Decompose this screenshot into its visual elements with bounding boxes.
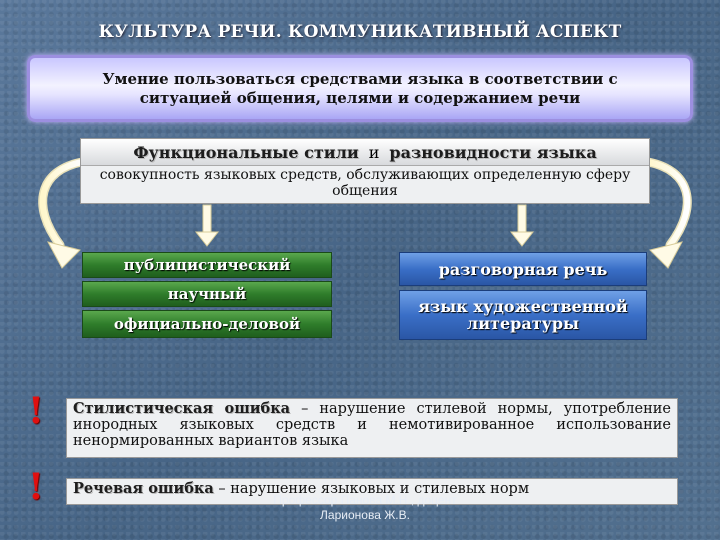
styles-connector: и (368, 142, 380, 162)
page-title: КУЛЬТУРА РЕЧИ. КОММУНИКАТИВНЫЙ АСПЕКТ (98, 22, 622, 42)
styles-description: совокупность языковых средств, обслужива… (99, 167, 631, 199)
down-arrow-left-shaft (202, 204, 212, 234)
variety-literary: язык художественной литературы (399, 290, 647, 340)
footer-line-2: Ларионова Ж.В. (320, 508, 410, 522)
left-curved-arrow (39, 159, 85, 248)
right-curved-arrow (645, 159, 691, 248)
style-publicistic: публицистический (82, 252, 332, 278)
speech-error-text: – нарушение языковых и стилевых норм (213, 481, 530, 497)
definition-box: Умение пользоваться средствами языка в с… (27, 55, 693, 122)
right-arrow-head (649, 241, 683, 269)
down-arrow-right-shaft (517, 204, 527, 234)
style-scientific: научный (82, 281, 332, 307)
exclamation-icon: ! (28, 466, 44, 508)
left-arrow-head (47, 241, 81, 269)
down-arrow-right-head (509, 231, 535, 247)
exclamation-icon: ! (28, 390, 44, 432)
down-arrow-left-head (194, 231, 220, 247)
speech-error-box: Речевая ошибка – нарушение языковых и ст… (66, 478, 678, 505)
variety-colloquial: разговорная речь (399, 252, 647, 286)
functional-styles-label: Функциональные стили (133, 142, 359, 162)
speech-error-term: Речевая ошибка (73, 480, 214, 497)
stylistic-error-text: – нарушение стилевой нормы, употребление… (73, 401, 671, 449)
footer-line-1: Профессор Панова М.Н., доцент (273, 493, 457, 507)
stylistic-error-box: Стилистическая ошибка – нарушение стилев… (66, 398, 678, 458)
definition-text: Умение пользоваться средствами языка в с… (102, 69, 618, 107)
language-varieties-label: разновидности языка (389, 142, 597, 162)
style-official: официально-деловой (82, 310, 332, 338)
stylistic-error-term: Стилистическая ошибка (73, 400, 291, 417)
styles-box: Функциональные стили и разновидности язы… (80, 138, 650, 204)
styles-heading: Функциональные стили и разновидности язы… (81, 139, 649, 166)
author-footer: Профессор Панова М.Н., доцент Ларионова … (250, 493, 480, 523)
